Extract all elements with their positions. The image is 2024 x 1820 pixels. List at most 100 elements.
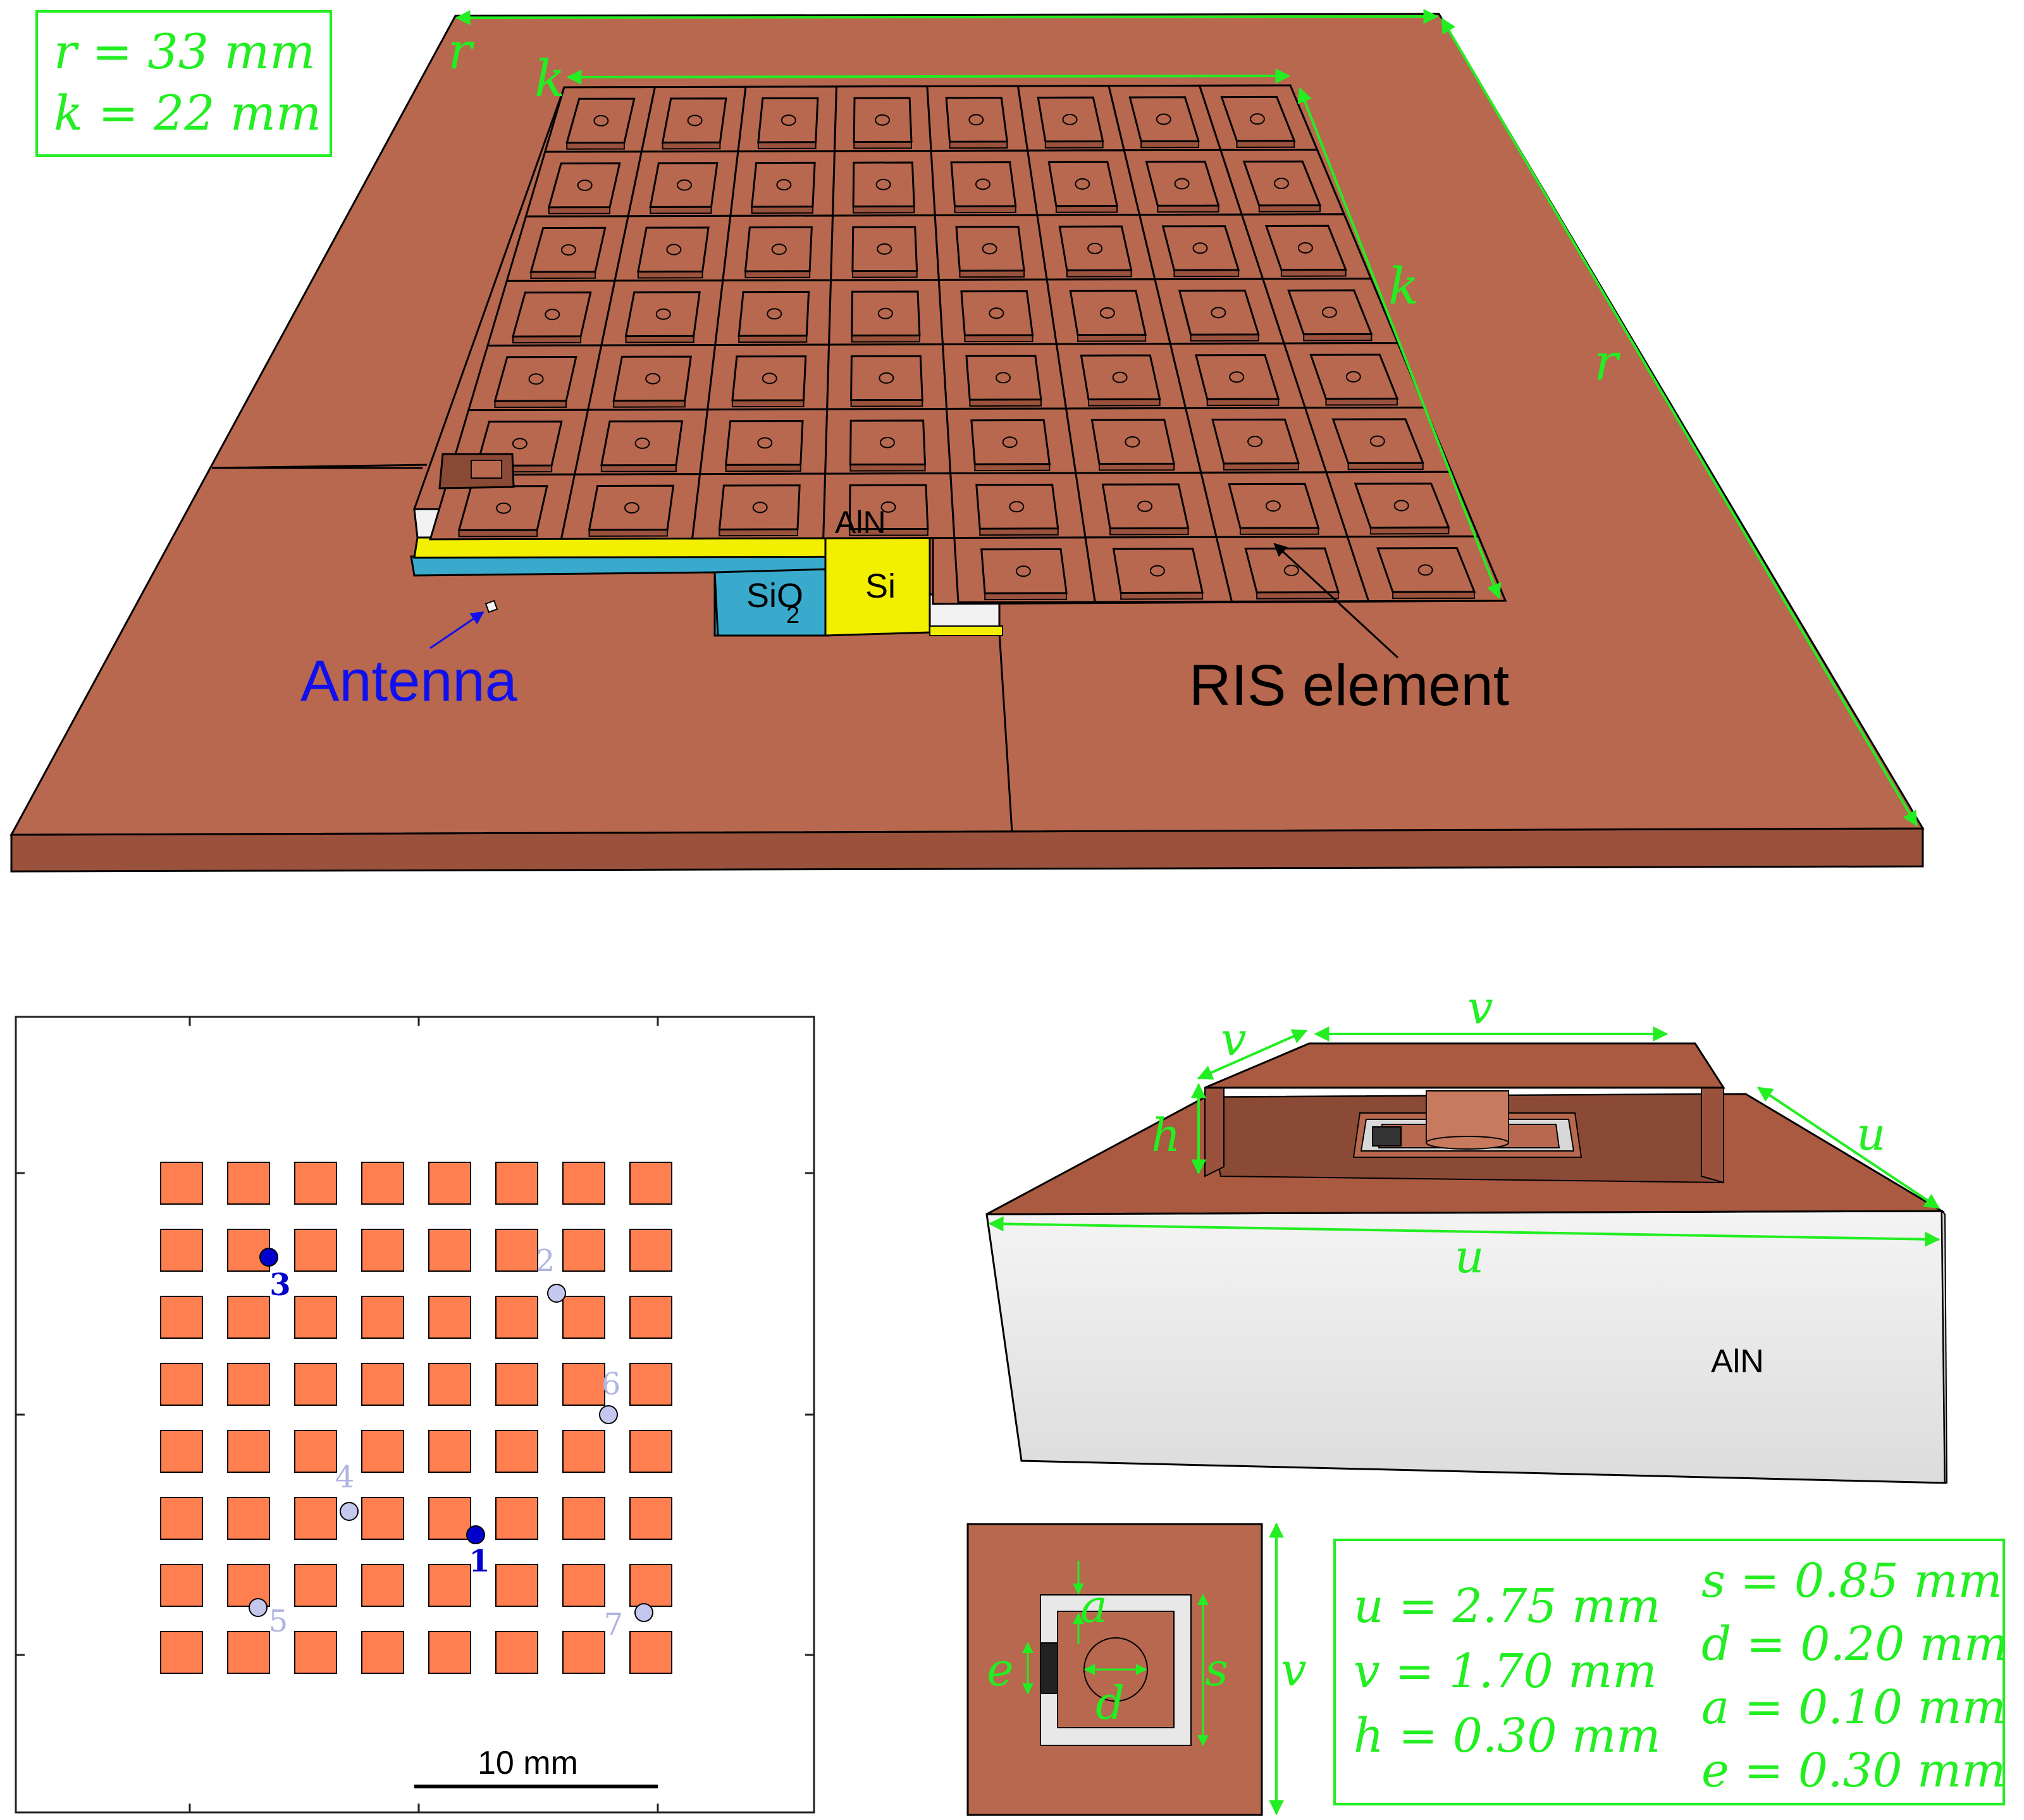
plan-patch xyxy=(294,1430,337,1473)
ris-patch xyxy=(1178,290,1260,336)
plan-patch xyxy=(160,1229,203,1272)
plan-patch xyxy=(428,1564,471,1607)
ris-grid xyxy=(429,84,1507,604)
plan-frame xyxy=(15,1016,815,1814)
param-e: e = 0.30 mm xyxy=(1701,1743,2006,1798)
plan-patch xyxy=(160,1631,203,1674)
ris-patch xyxy=(1037,96,1104,143)
probe-marker xyxy=(340,1502,359,1521)
ris-patch xyxy=(950,161,1017,207)
ris-via xyxy=(757,437,773,449)
plan-patch xyxy=(294,1497,337,1540)
ris-patch xyxy=(649,162,719,208)
dim-s-label: s xyxy=(1205,1643,1228,1696)
ris-patch xyxy=(1080,354,1161,401)
plan-patch xyxy=(629,1296,672,1339)
plan-patch xyxy=(294,1363,337,1406)
si-label: Si xyxy=(865,567,896,605)
ris-patch xyxy=(945,97,1009,143)
param-h: h = 0.30 mm xyxy=(1354,1709,1660,1763)
dim-r-right xyxy=(1441,17,1918,827)
ris-via xyxy=(687,114,703,126)
plan-patch xyxy=(361,1631,404,1674)
ris-via xyxy=(1265,500,1281,512)
ris-via xyxy=(1009,501,1025,513)
plan-patch xyxy=(361,1363,404,1406)
thin-yellow xyxy=(929,625,1003,636)
plan-patch xyxy=(562,1229,605,1272)
aln-label: AlN xyxy=(835,505,886,540)
ris-patch xyxy=(1161,225,1240,271)
sio2-subscript: 2 xyxy=(786,602,799,629)
ris-patch xyxy=(853,97,913,144)
ris-via xyxy=(545,309,560,321)
sio2-label: SiO xyxy=(746,577,803,615)
ris-via xyxy=(666,243,682,255)
ris-patch xyxy=(1220,95,1296,142)
legend-r: r = 33 mm xyxy=(54,23,315,80)
ris-patch xyxy=(955,226,1025,272)
dim-k-label-top: k xyxy=(534,49,565,108)
dim-k-top xyxy=(566,68,1291,85)
cell-via-bottom xyxy=(1426,1136,1509,1150)
plan-patch xyxy=(428,1296,471,1339)
ris-patch xyxy=(588,484,675,531)
dim-u-diag xyxy=(1757,1086,1940,1209)
dim-v-right-label: v xyxy=(1281,1643,1307,1696)
plan-patch xyxy=(495,1430,538,1473)
ris-via xyxy=(781,114,796,126)
ris-patch xyxy=(661,97,727,144)
tc-component xyxy=(1040,1642,1058,1694)
plan-patch xyxy=(361,1229,404,1272)
probe-label: 7 xyxy=(604,1607,624,1642)
cell-patch-top xyxy=(1204,1042,1725,1089)
plan-patch xyxy=(562,1631,605,1674)
probe-label: 5 xyxy=(269,1604,288,1639)
probe-marker xyxy=(634,1603,653,1622)
ris-patch xyxy=(511,291,592,338)
ris-patch xyxy=(1101,483,1190,530)
plan-patch xyxy=(160,1162,203,1205)
plan-patch xyxy=(495,1229,538,1272)
ris-via xyxy=(577,180,593,192)
plan-patch xyxy=(629,1229,672,1272)
ris-via xyxy=(1211,307,1226,319)
ris-patch xyxy=(750,161,816,208)
dim-r-top xyxy=(455,9,1439,25)
ris-via xyxy=(624,501,639,513)
plan-patch xyxy=(562,1564,605,1607)
ris-via xyxy=(875,114,891,126)
ris-via xyxy=(767,308,782,320)
ris-via xyxy=(879,436,895,448)
ris-via xyxy=(1087,242,1103,254)
probe-label: 1 xyxy=(469,1544,490,1579)
cell-element xyxy=(1372,1126,1402,1147)
ris-patch xyxy=(851,290,921,337)
ris-via xyxy=(1156,113,1171,125)
plan-patch xyxy=(428,1162,471,1205)
params-frame xyxy=(1333,1539,2005,1805)
ris-via xyxy=(1273,178,1289,190)
ris-patch xyxy=(1194,354,1280,400)
ris-via xyxy=(1247,436,1263,448)
ris-via xyxy=(1249,113,1265,125)
ris-patch xyxy=(852,161,915,208)
ris-via xyxy=(1099,307,1115,319)
plan-patch xyxy=(294,1162,337,1205)
plan-patch xyxy=(227,1497,270,1540)
plan-patch xyxy=(629,1162,672,1205)
plan-patch xyxy=(227,1430,270,1473)
dim-r-label-top: r xyxy=(448,22,475,80)
plan-patch xyxy=(562,1430,605,1473)
plan-patch xyxy=(160,1296,203,1339)
dim-u-front xyxy=(988,1216,1941,1247)
board-front-face xyxy=(10,827,1924,873)
ris-patch xyxy=(1128,96,1200,142)
params-box: u = 2.75 mm v = 1.70 mm h = 0.30 mm s = … xyxy=(1333,1539,2008,1805)
ris-patch xyxy=(600,420,684,467)
ris-patch xyxy=(1228,483,1320,529)
ris-via xyxy=(634,437,650,449)
legend-box xyxy=(35,10,332,157)
